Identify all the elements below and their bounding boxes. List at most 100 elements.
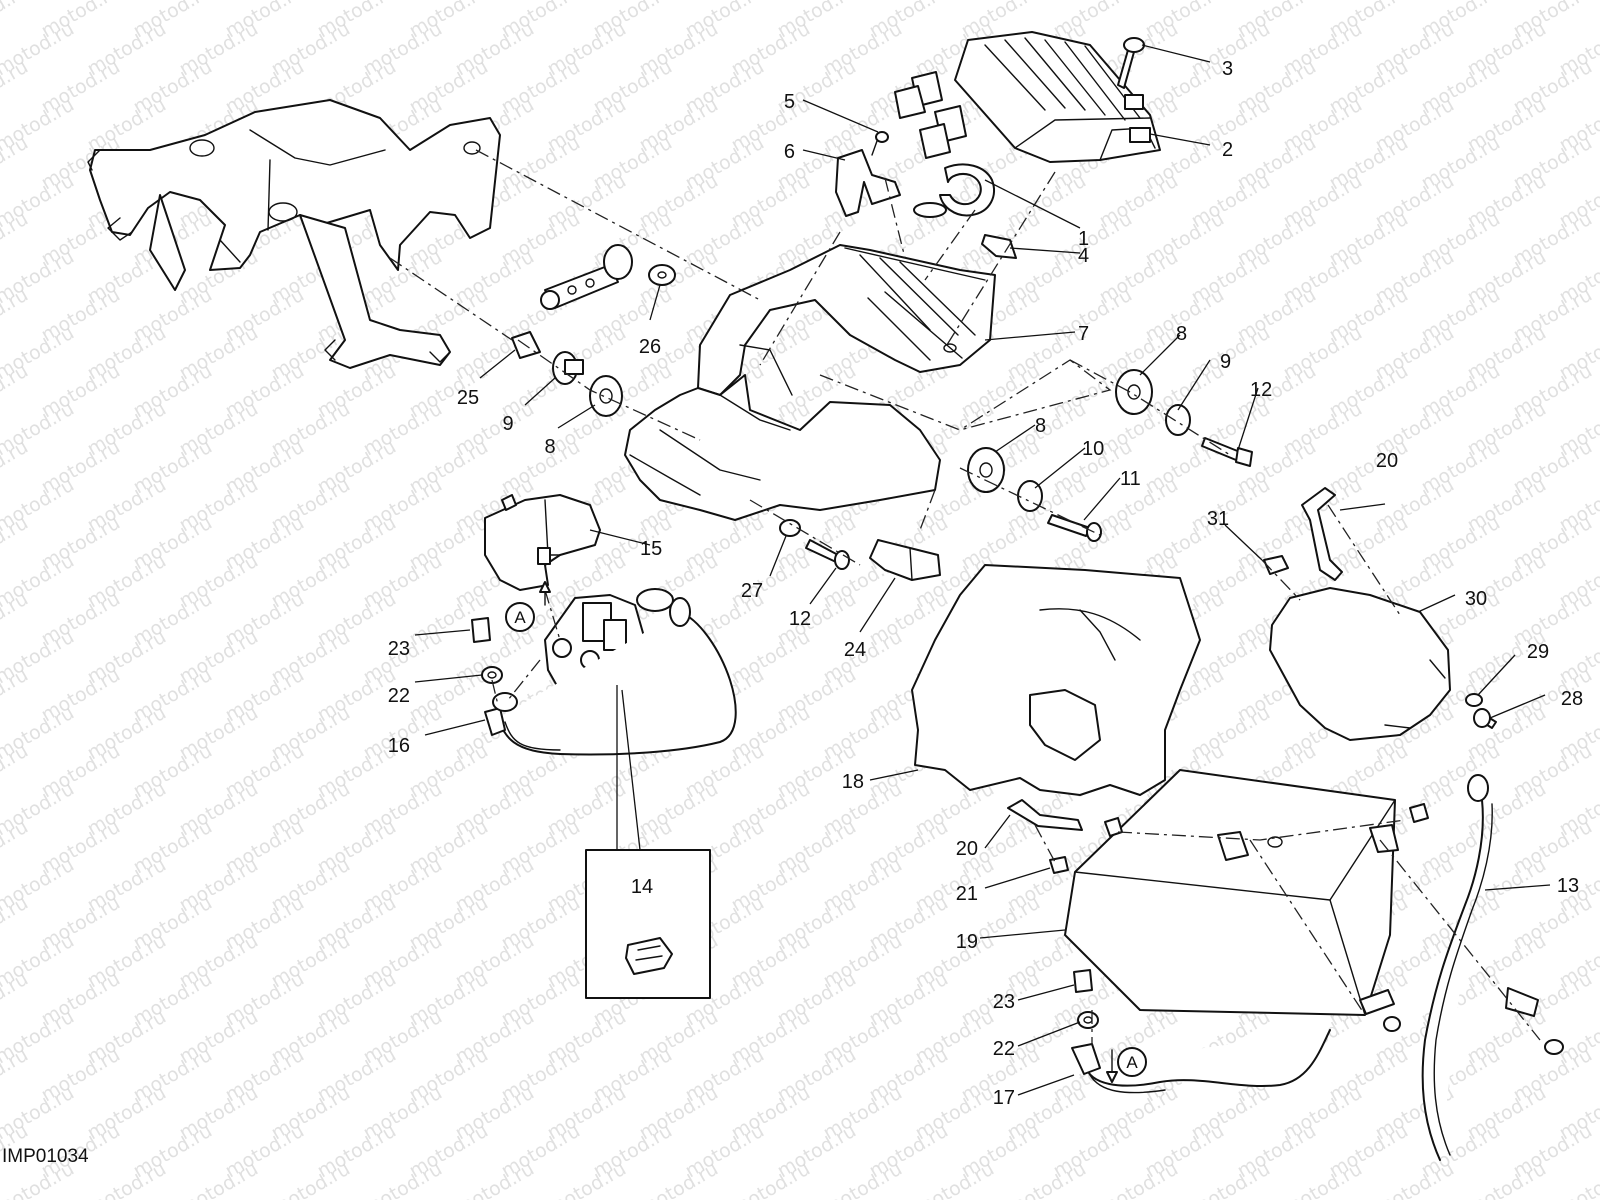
- voltage-regulator: [954, 31, 1161, 163]
- fuse-box-leader: [616, 685, 641, 851]
- battery-cable-16: [484, 588, 737, 756]
- watermark-text: motod.ru: [958, 1196, 1044, 1200]
- callout-labels: 3 2 5 6 1 4 7 8 9 12 8 10 11 25 9 8 26 1…: [388, 58, 1583, 1109]
- watermark-text: motod.ru: [1326, 1196, 1412, 1200]
- callout-1: 1: [1078, 228, 1089, 250]
- washer-bolt-27-12: [779, 519, 850, 570]
- watermark-text: motod.ru: [1280, 1158, 1366, 1200]
- fuse-cover-30: [1269, 587, 1451, 741]
- callout-4: 4: [1078, 245, 1089, 267]
- watermark-text: motod.ru: [38, 1196, 124, 1200]
- reference-arrows: [539, 581, 1118, 1083]
- reference-a-lower: A: [1117, 1047, 1147, 1077]
- clip-1: [913, 163, 995, 218]
- callout-25: 25: [457, 387, 479, 409]
- watermark-text: motod.ru: [176, 1158, 262, 1200]
- battery-cover-18: [911, 564, 1201, 796]
- callout-21: 21: [956, 883, 978, 905]
- callout-27: 27: [741, 580, 763, 602]
- nut-23-upper: [471, 617, 491, 643]
- watermark-text: motod.ru: [544, 1158, 630, 1200]
- watermark-text: motod.ru: [1464, 1158, 1550, 1200]
- callout-23-upper: 23: [388, 638, 410, 660]
- watermark-text: motod.ru: [728, 1158, 814, 1200]
- watermark-text: motod.ru: [498, 1196, 584, 1200]
- spacer-group-left: [511, 331, 623, 417]
- callout-8-left: 8: [544, 436, 555, 458]
- watermark-text: motod.ru: [1510, 1196, 1596, 1200]
- callout-5: 5: [784, 91, 795, 113]
- callout-17: 17: [993, 1087, 1015, 1109]
- callout-11: 11: [1120, 468, 1141, 490]
- callout-9-right: 9: [1220, 351, 1231, 373]
- callout-8-right: 8: [1176, 323, 1187, 345]
- reference-a-upper-label: A: [514, 608, 526, 627]
- watermark-text: motod.ru: [1418, 1196, 1504, 1200]
- clip-31: [1263, 555, 1289, 575]
- bracket-6: [835, 131, 901, 217]
- spacer-group-right: [1115, 369, 1253, 467]
- fuse-detail-box: [585, 849, 711, 999]
- callout-18: 18: [842, 771, 864, 793]
- callout-23-lower: 23: [993, 991, 1015, 1013]
- callout-13: 13: [1557, 875, 1579, 897]
- watermark-text: motod.ru: [406, 1196, 492, 1200]
- watermark-text: motod.ru: [1372, 1158, 1458, 1200]
- reference-a-lower-label: A: [1126, 1053, 1138, 1072]
- nut-23-lower: [1073, 969, 1093, 993]
- watermark-text: motod.ru: [360, 1158, 446, 1200]
- callout-3: 3: [1222, 58, 1233, 80]
- watermark-text: motod.ru: [0, 0, 32, 42]
- watermark-text: motod.ru: [590, 1196, 676, 1200]
- electrical-tray: [624, 244, 996, 521]
- reference-a-upper: A: [505, 602, 535, 632]
- callout-12-right: 12: [1250, 379, 1272, 401]
- callout-28: 28: [1561, 688, 1583, 710]
- screw-28-29: [1465, 693, 1497, 729]
- callout-12-center: 12: [789, 608, 811, 630]
- callout-20-lower: 20: [956, 838, 978, 860]
- watermark-text: motod.ru: [820, 1158, 906, 1200]
- callout-24: 24: [844, 639, 866, 661]
- watermark-text: motod.ru: [774, 1196, 860, 1200]
- watermark-text: motod.ru: [636, 1158, 722, 1200]
- bracket-20-upper: [1301, 487, 1343, 581]
- rear-subframe: [87, 99, 501, 369]
- watermark-text: motod.ru: [1004, 1158, 1090, 1200]
- watermark-text: motod.ru: [452, 1158, 538, 1200]
- watermark-text: motod.ru: [84, 1158, 170, 1200]
- watermark-text: motod.ru: [1096, 1158, 1182, 1200]
- callout-22-lower: 22: [993, 1038, 1015, 1060]
- battery-cable-17: [1071, 989, 1401, 1094]
- watermark-text: motod.ru: [0, 1196, 32, 1200]
- watermark-text: motod.ru: [130, 1196, 216, 1200]
- callout-29: 29: [1527, 641, 1549, 663]
- watermark-text: motod.ru: [1556, 1158, 1600, 1200]
- callout-2: 2: [1222, 139, 1233, 161]
- callout-19: 19: [956, 931, 978, 953]
- callout-26: 26: [639, 336, 661, 358]
- watermark-text: motod.ru: [866, 1196, 952, 1200]
- callout-22-upper: 22: [388, 685, 410, 707]
- callout-30: 30: [1465, 588, 1487, 610]
- watermark-text: motod.ru: [1234, 1196, 1320, 1200]
- clip-4: [981, 234, 1017, 259]
- diagram-code: IMP01034: [2, 1146, 89, 1167]
- callout-9-left: 9: [502, 413, 513, 435]
- watermark-text: motod.ru: [1050, 1196, 1136, 1200]
- callout-31: 31: [1207, 508, 1229, 530]
- callout-6: 6: [784, 141, 795, 163]
- callout-14: 14: [631, 876, 653, 898]
- assembly-lines: [389, 149, 1541, 1045]
- battery-19: [1064, 769, 1399, 1016]
- watermark-text: motod.ru: [912, 1158, 998, 1200]
- callout-7: 7: [1078, 323, 1089, 345]
- grommet-bar-26: [540, 244, 676, 310]
- watermark-text: motod.ru: [222, 1196, 308, 1200]
- watermark-text: motod.ru: [682, 1196, 768, 1200]
- callout-16: 16: [388, 735, 410, 757]
- callout-8-center: 8: [1035, 415, 1046, 437]
- battery-cable-13: [1421, 774, 1564, 1161]
- callout-15: 15: [640, 538, 662, 560]
